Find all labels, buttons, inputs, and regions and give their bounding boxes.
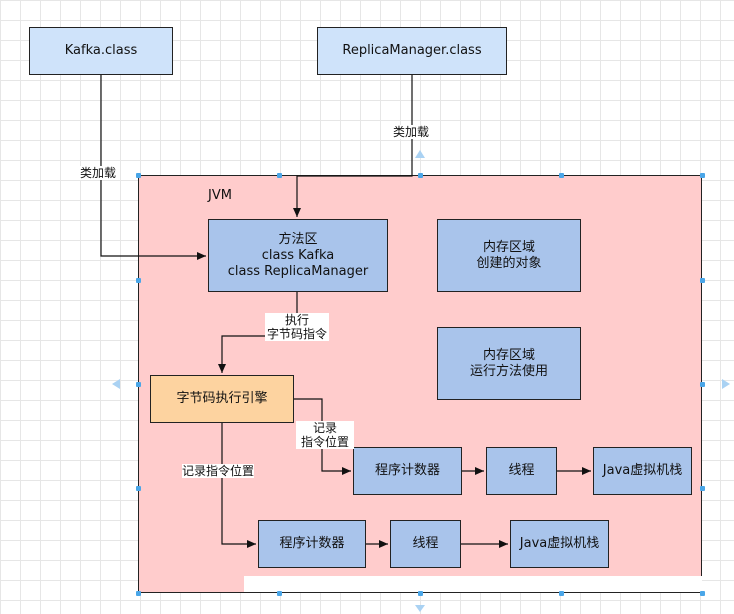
handle-extra-8[interactable] bbox=[559, 591, 564, 596]
replica-class-node[interactable]: ReplicaManager.class bbox=[317, 27, 507, 75]
memory-objects-node[interactable]: 内存区域 创建的对象 bbox=[437, 219, 581, 292]
memory-runtime-node[interactable]: 内存区域 运行方法使用 bbox=[437, 327, 581, 400]
handle-br[interactable] bbox=[700, 591, 705, 596]
jvm-label: JVM bbox=[208, 188, 232, 203]
edge-kafka-to-method-area bbox=[100, 75, 206, 260]
edge-label-record-pos-2: 记录指令位置 bbox=[182, 464, 255, 478]
method-area-node[interactable]: 方法区 class Kafka class ReplicaManager bbox=[208, 219, 388, 292]
handle-ml[interactable] bbox=[136, 382, 141, 387]
handle-bl[interactable] bbox=[136, 591, 141, 596]
handle-extra-4[interactable] bbox=[559, 173, 564, 178]
handle-extra-5[interactable] bbox=[700, 278, 705, 283]
kafka-class-node[interactable]: Kafka.class bbox=[29, 27, 173, 75]
handle-tl[interactable] bbox=[136, 173, 141, 178]
pc1-node[interactable]: 程序计数器 bbox=[353, 447, 462, 495]
pc2-node[interactable]: 程序计数器 bbox=[258, 520, 366, 568]
resize-arrows bbox=[112, 150, 730, 612]
thread1-node[interactable]: 线程 bbox=[486, 447, 557, 495]
handle-extra-7[interactable] bbox=[277, 591, 282, 596]
handle-mr[interactable] bbox=[700, 382, 705, 387]
stack2-node[interactable]: Java虚拟机栈 bbox=[510, 520, 609, 568]
handle-extra-3[interactable] bbox=[277, 173, 282, 178]
edge-replica-to-method-area bbox=[293, 75, 413, 217]
edge-engine-to-pc2 bbox=[221, 423, 256, 548]
handle-bm[interactable] bbox=[418, 591, 423, 596]
edge-label-load-right: 类加载 bbox=[393, 125, 430, 139]
handle-extra-1[interactable] bbox=[136, 278, 141, 283]
handle-extra-2[interactable] bbox=[136, 486, 141, 491]
edge-label-load-left: 类加载 bbox=[80, 166, 117, 180]
jvm-overlay-gap bbox=[244, 576, 702, 592]
edge-label-record-pos-1: 记录 指令位置 bbox=[296, 421, 354, 449]
stack1-node[interactable]: Java虚拟机栈 bbox=[593, 447, 692, 495]
bytecode-engine-node[interactable]: 字节码执行引擎 bbox=[150, 375, 294, 423]
handle-extra-6[interactable] bbox=[700, 486, 705, 491]
thread2-node[interactable]: 线程 bbox=[390, 520, 461, 568]
handle-tm[interactable] bbox=[418, 173, 423, 178]
edge-label-exec-bytecode: 执行 字节码指令 bbox=[265, 313, 329, 341]
handle-tr[interactable] bbox=[700, 173, 705, 178]
